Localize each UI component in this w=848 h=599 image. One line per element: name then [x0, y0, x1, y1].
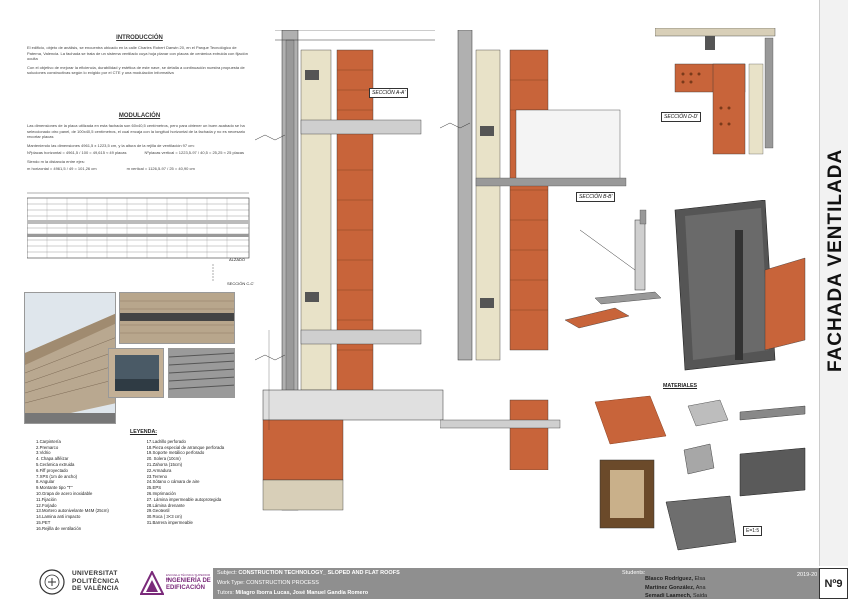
- tutors-value: Milagro Iborra Lucas, José Manuel Gandía…: [235, 590, 369, 596]
- legend-item: 10.Grapa de acero inoxidable: [36, 490, 93, 496]
- subject-value: CONSTRUCTION TECHNOLOGY_ SLOPED AND FLAT…: [238, 570, 400, 576]
- students-label: Students:: [622, 570, 646, 576]
- legend-item: 25.EPS: [146, 485, 162, 491]
- section-aa-label: SECCIÓN A-A': [369, 88, 409, 98]
- upv-line-3: DE VALÈNCIA: [72, 585, 119, 592]
- window-photo: [108, 348, 164, 398]
- footer-subject: Subject: CONSTRUCTION TECHNOLOGY_ SLOPED…: [217, 570, 400, 576]
- school-logo: ESCUELA TÉCNICA SUPERIOR DE INGENIERÍA D…: [140, 570, 212, 596]
- legend-item: 7.XPS (1m de ancho): [36, 473, 78, 479]
- legend-item: 19.Soporte metálico perforado: [146, 450, 205, 456]
- legend-item: 11.Fijación: [36, 496, 57, 502]
- louver-photo: [168, 348, 235, 398]
- legend-item: 24.Sótano o cámara de aire: [146, 479, 200, 485]
- intro-paragraph-1: El edificio, objeto de análisis, se encu…: [27, 45, 248, 61]
- building-photo-main: [24, 292, 116, 424]
- school-small-text: ESCUELA TÉCNICA SUPERIOR DE: [166, 573, 211, 581]
- scale-label: E=1:5: [743, 526, 763, 536]
- legend-item: 29.Geotextil: [146, 508, 170, 514]
- modulacion-block: MODULACIÓN Las dimensiones de la placa u…: [27, 113, 252, 172]
- formula-vertical-module: m vertical = 1126,5-97 / 25 = 40,90 cm: [126, 166, 195, 171]
- upv-line-2: POLITÈCNICA: [72, 577, 120, 585]
- legend-item: 6.Fiff proyectado: [36, 467, 68, 473]
- legend-item: 2.Premarco: [36, 444, 59, 450]
- legend-item: 28.Lámina drenante: [146, 502, 185, 508]
- intro-paragraph-2: Con el objetivo de mejorar la eficiencia…: [27, 64, 245, 76]
- legend-item: 20. Solera (10cm): [146, 456, 181, 462]
- modulacion-paragraph-2: Manteniendo las dimensiones 4961,5 x 122…: [27, 142, 195, 148]
- legend-item: 18.Pieza especial de arranque perforada: [146, 444, 225, 450]
- legend-item: 13.Mortero autonivelante M4M (25cm): [36, 508, 109, 514]
- footer-work-type: Work Type: CONSTRUCTION PROCESS: [217, 580, 319, 586]
- tutors-label: Tutors:: [217, 590, 234, 596]
- legend-item: 30.Roca ( 3<3 cm): [146, 514, 182, 520]
- school-line-1: INGENIERÍA DE: [166, 578, 211, 584]
- elevation-drawing: [27, 192, 250, 282]
- sheet-number: Nº9: [819, 568, 848, 599]
- legend-item: 21.Zahorra (15cm): [146, 461, 183, 467]
- legend-item: 14.Lamina anti impacto: [36, 514, 81, 520]
- legend-item: 1.Carpintería: [36, 438, 61, 444]
- modulacion-heading: MODULACIÓN: [118, 113, 161, 119]
- legend-item: 31.Barrera impermeable: [146, 519, 193, 525]
- legend-item: 3.Vidrio: [36, 450, 51, 456]
- formula-horizontal-count: Nºplacas horizontal = 4961,5 / 100 = 49,…: [27, 150, 127, 155]
- elevation-label: ALZADO: [229, 257, 246, 262]
- legend-item: 15.PET: [36, 519, 51, 525]
- students-list: Blasco Rodríguez, Elsa Martínez González…: [645, 575, 775, 599]
- student-3: Semadi Laamech, Saida: [645, 593, 708, 599]
- school-line-2: EDIFICACIÓN: [166, 585, 205, 591]
- title-band: [819, 0, 848, 566]
- legend-heading: LEYENDA:: [129, 429, 158, 435]
- legend-item: 17.Ladrillo perforado: [146, 438, 186, 444]
- legend-item: 8.Angular: [36, 479, 55, 485]
- upv-line-1: UNIVERSITAT: [72, 570, 118, 577]
- legend-item: 22.Armadura: [146, 467, 172, 473]
- section-dd-label: SECCIÓN D-D': [661, 112, 702, 122]
- legend-item: 26.Imprimación: [146, 490, 176, 496]
- formula-horizontal-module: m horizontal = 4961,5 / 49 = 101,26 cm: [27, 166, 97, 171]
- upv-seal-icon: [39, 569, 65, 595]
- legend-item: 5.Cerámica extruida: [36, 461, 75, 467]
- student-2: Martínez González, Ana: [645, 584, 706, 591]
- section-dd-drawing: [655, 28, 776, 155]
- intro-heading: INTRODUCCIÓN: [116, 35, 163, 41]
- legend-item: 9.Montante tipo "T": [36, 485, 73, 491]
- sheet-title: FACHADA VENTILADA: [825, 148, 846, 372]
- work-type-value: CONSTRUCTION PROCESS: [246, 580, 319, 586]
- facade-detail-photo: [119, 292, 235, 344]
- footer-band: [213, 568, 819, 599]
- legend-item: 4. Chapa alféizar: [36, 456, 69, 462]
- school-emblem-icon: [140, 571, 164, 595]
- modulacion-paragraph-1: Las dimensiones de la placa utilizada en…: [27, 123, 246, 139]
- modulacion-paragraph-3: Siendo m la distancia entre ejes:: [27, 158, 85, 164]
- materials-heading: MATERIALES: [663, 383, 698, 389]
- materials-gallery: [594, 395, 806, 551]
- section-aa-drawing: [255, 30, 444, 511]
- footer-tutors: Tutors: Milagro Iborra Lucas, José Manue…: [217, 590, 368, 596]
- section-cc-label: SECCIÓN C-C': [227, 281, 255, 286]
- legend-item: 16.Rejilla de ventilación: [36, 525, 82, 531]
- intro-block: INTRODUCCIÓN El edificio, objeto de anál…: [27, 35, 252, 76]
- upv-logo: UNIVERSITAT POLITÈCNICA DE VALÈNCIA: [38, 568, 138, 596]
- legend-item: 12.Forjado: [36, 502, 57, 508]
- student-1: Blasco Rodríguez, Elsa: [645, 576, 706, 582]
- subject-label: Subject:: [217, 570, 237, 576]
- axonometric-detail: [565, 200, 806, 371]
- legend-item: 23.Terreno: [146, 473, 168, 479]
- section-bb-label: SECCIÓN B-B': [576, 192, 616, 202]
- work-type-label: Work Type:: [217, 580, 245, 586]
- legend-item: 27. Lámina impermeable autoprotegida: [146, 496, 222, 502]
- academic-year: 2019-20: [797, 572, 818, 578]
- section-bb-drawing: [440, 30, 627, 470]
- formula-vertical-count: Nºplacas vertical = 1223,5-97 / 40,5 = 2…: [144, 150, 245, 155]
